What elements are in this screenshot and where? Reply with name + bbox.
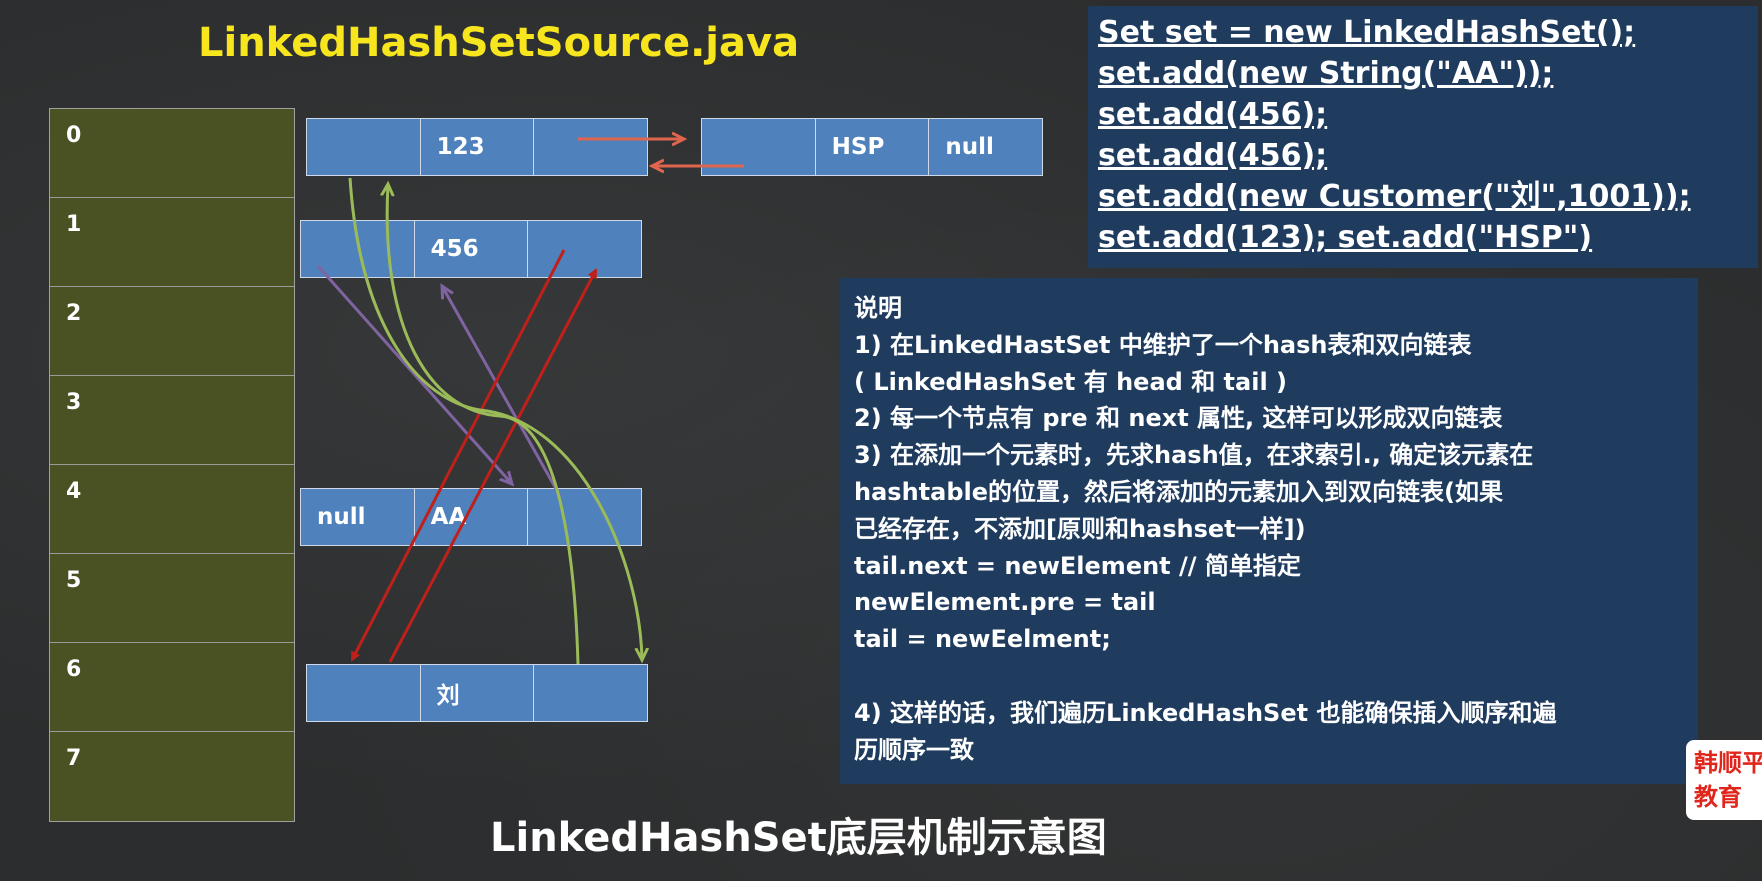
brand-badge: 韩顺平 教育 bbox=[1686, 740, 1762, 820]
table-slot: 6 bbox=[50, 643, 294, 732]
node-next-cell bbox=[528, 489, 642, 545]
node-next-cell: null bbox=[929, 119, 1043, 175]
note-line: newElement.pre = tail bbox=[854, 588, 1156, 617]
note-line: ( LinkedHashSet 有 head 和 tail ) bbox=[854, 367, 1287, 396]
note-line: 1) 在LinkedHastSet 中维护了一个hash表和双向链表 bbox=[854, 330, 1472, 359]
arrow-123-pre-liu bbox=[348, 177, 642, 660]
node-value-cell: 123 bbox=[420, 119, 535, 175]
slot-index: 6 bbox=[66, 657, 82, 682]
badge-line: 韩顺平 bbox=[1694, 749, 1762, 777]
node-value-cell: 456 bbox=[414, 221, 529, 277]
slot-index: 4 bbox=[66, 479, 82, 504]
note-line: 历顺序一致 bbox=[854, 735, 974, 764]
node-pre-cell: null bbox=[301, 489, 415, 545]
table-slot: 7 bbox=[50, 732, 294, 821]
note-line: tail.next = newElement // 简单指定 bbox=[854, 551, 1301, 580]
arrow-liu-pre-aa bbox=[388, 268, 598, 663]
diagram-caption: LinkedHashSet底层机制示意图 bbox=[490, 815, 1107, 861]
note-line: hashtable的位置，然后将添加的元素加入到双向链表(如果 bbox=[854, 477, 1503, 506]
arrow-aa-next-liu bbox=[350, 249, 566, 662]
code-line: Set set = new LinkedHashSet(); bbox=[1098, 15, 1636, 50]
hash-table: 0 1 2 3 4 5 6 7 bbox=[49, 108, 295, 822]
table-slot: 3 bbox=[50, 376, 294, 465]
node-next-cell bbox=[534, 665, 648, 721]
slot-index: 0 bbox=[66, 123, 82, 148]
note-line: 已经存在，不添加[原则和hashset一样]) bbox=[854, 514, 1306, 543]
badge-line: 教育 bbox=[1694, 783, 1742, 811]
node-pre-cell bbox=[307, 665, 421, 721]
note-line: 2) 每一个节点有 pre 和 next 属性, 这样可以形成双向链表 bbox=[854, 404, 1503, 433]
node-123: 123 bbox=[306, 118, 648, 176]
node-next-cell bbox=[534, 119, 648, 175]
code-line: set.add(456); bbox=[1098, 97, 1328, 132]
node-value-cell: HSP bbox=[815, 119, 930, 175]
arrow-aa-next-456 bbox=[442, 286, 562, 497]
table-slot: 5 bbox=[50, 554, 294, 643]
code-line: set.add(123); set.add("HSP") bbox=[1098, 220, 1593, 255]
arrow-liu-next-123 bbox=[387, 184, 580, 665]
note-line: 4) 这样的话，我们遍历LinkedHashSet 也能确保插入顺序和遍 bbox=[854, 698, 1557, 727]
table-slot: 1 bbox=[50, 198, 294, 287]
node-aa: null AA bbox=[300, 488, 642, 546]
code-line: set.add(new String("AA")); bbox=[1098, 56, 1554, 91]
slot-index: 5 bbox=[66, 568, 82, 593]
slot-index: 2 bbox=[66, 301, 82, 326]
node-value-cell: 刘 bbox=[420, 665, 535, 721]
explanation-panel: 说明 1) 在LinkedHastSet 中维护了一个hash表和双向链表 ( … bbox=[840, 278, 1698, 784]
node-pre-cell bbox=[307, 119, 421, 175]
slot-index: 3 bbox=[66, 390, 82, 415]
node-liu: 刘 bbox=[306, 664, 648, 722]
table-slot: 2 bbox=[50, 287, 294, 376]
slot-index: 1 bbox=[66, 212, 82, 237]
note-line bbox=[854, 658, 1684, 695]
node-next-cell bbox=[528, 221, 642, 277]
slot-index: 7 bbox=[66, 746, 82, 771]
note-line: 3) 在添加一个元素时，先求hash值，在求索引., 确定该元素在 bbox=[854, 441, 1534, 470]
note-heading: 说明 bbox=[854, 294, 902, 322]
arrow-456-pre-aa bbox=[316, 265, 512, 484]
diagram-title: LinkedHashSetSource.java bbox=[198, 20, 800, 66]
code-panel: Set set = new LinkedHashSet(); set.add(n… bbox=[1088, 6, 1758, 268]
table-slot: 4 bbox=[50, 465, 294, 554]
code-line: set.add(456); bbox=[1098, 138, 1328, 173]
table-slot: 0 bbox=[50, 109, 294, 198]
note-line: tail = newEelment; bbox=[854, 625, 1111, 654]
code-line: set.add(new Customer("刘",1001)); bbox=[1098, 179, 1691, 214]
